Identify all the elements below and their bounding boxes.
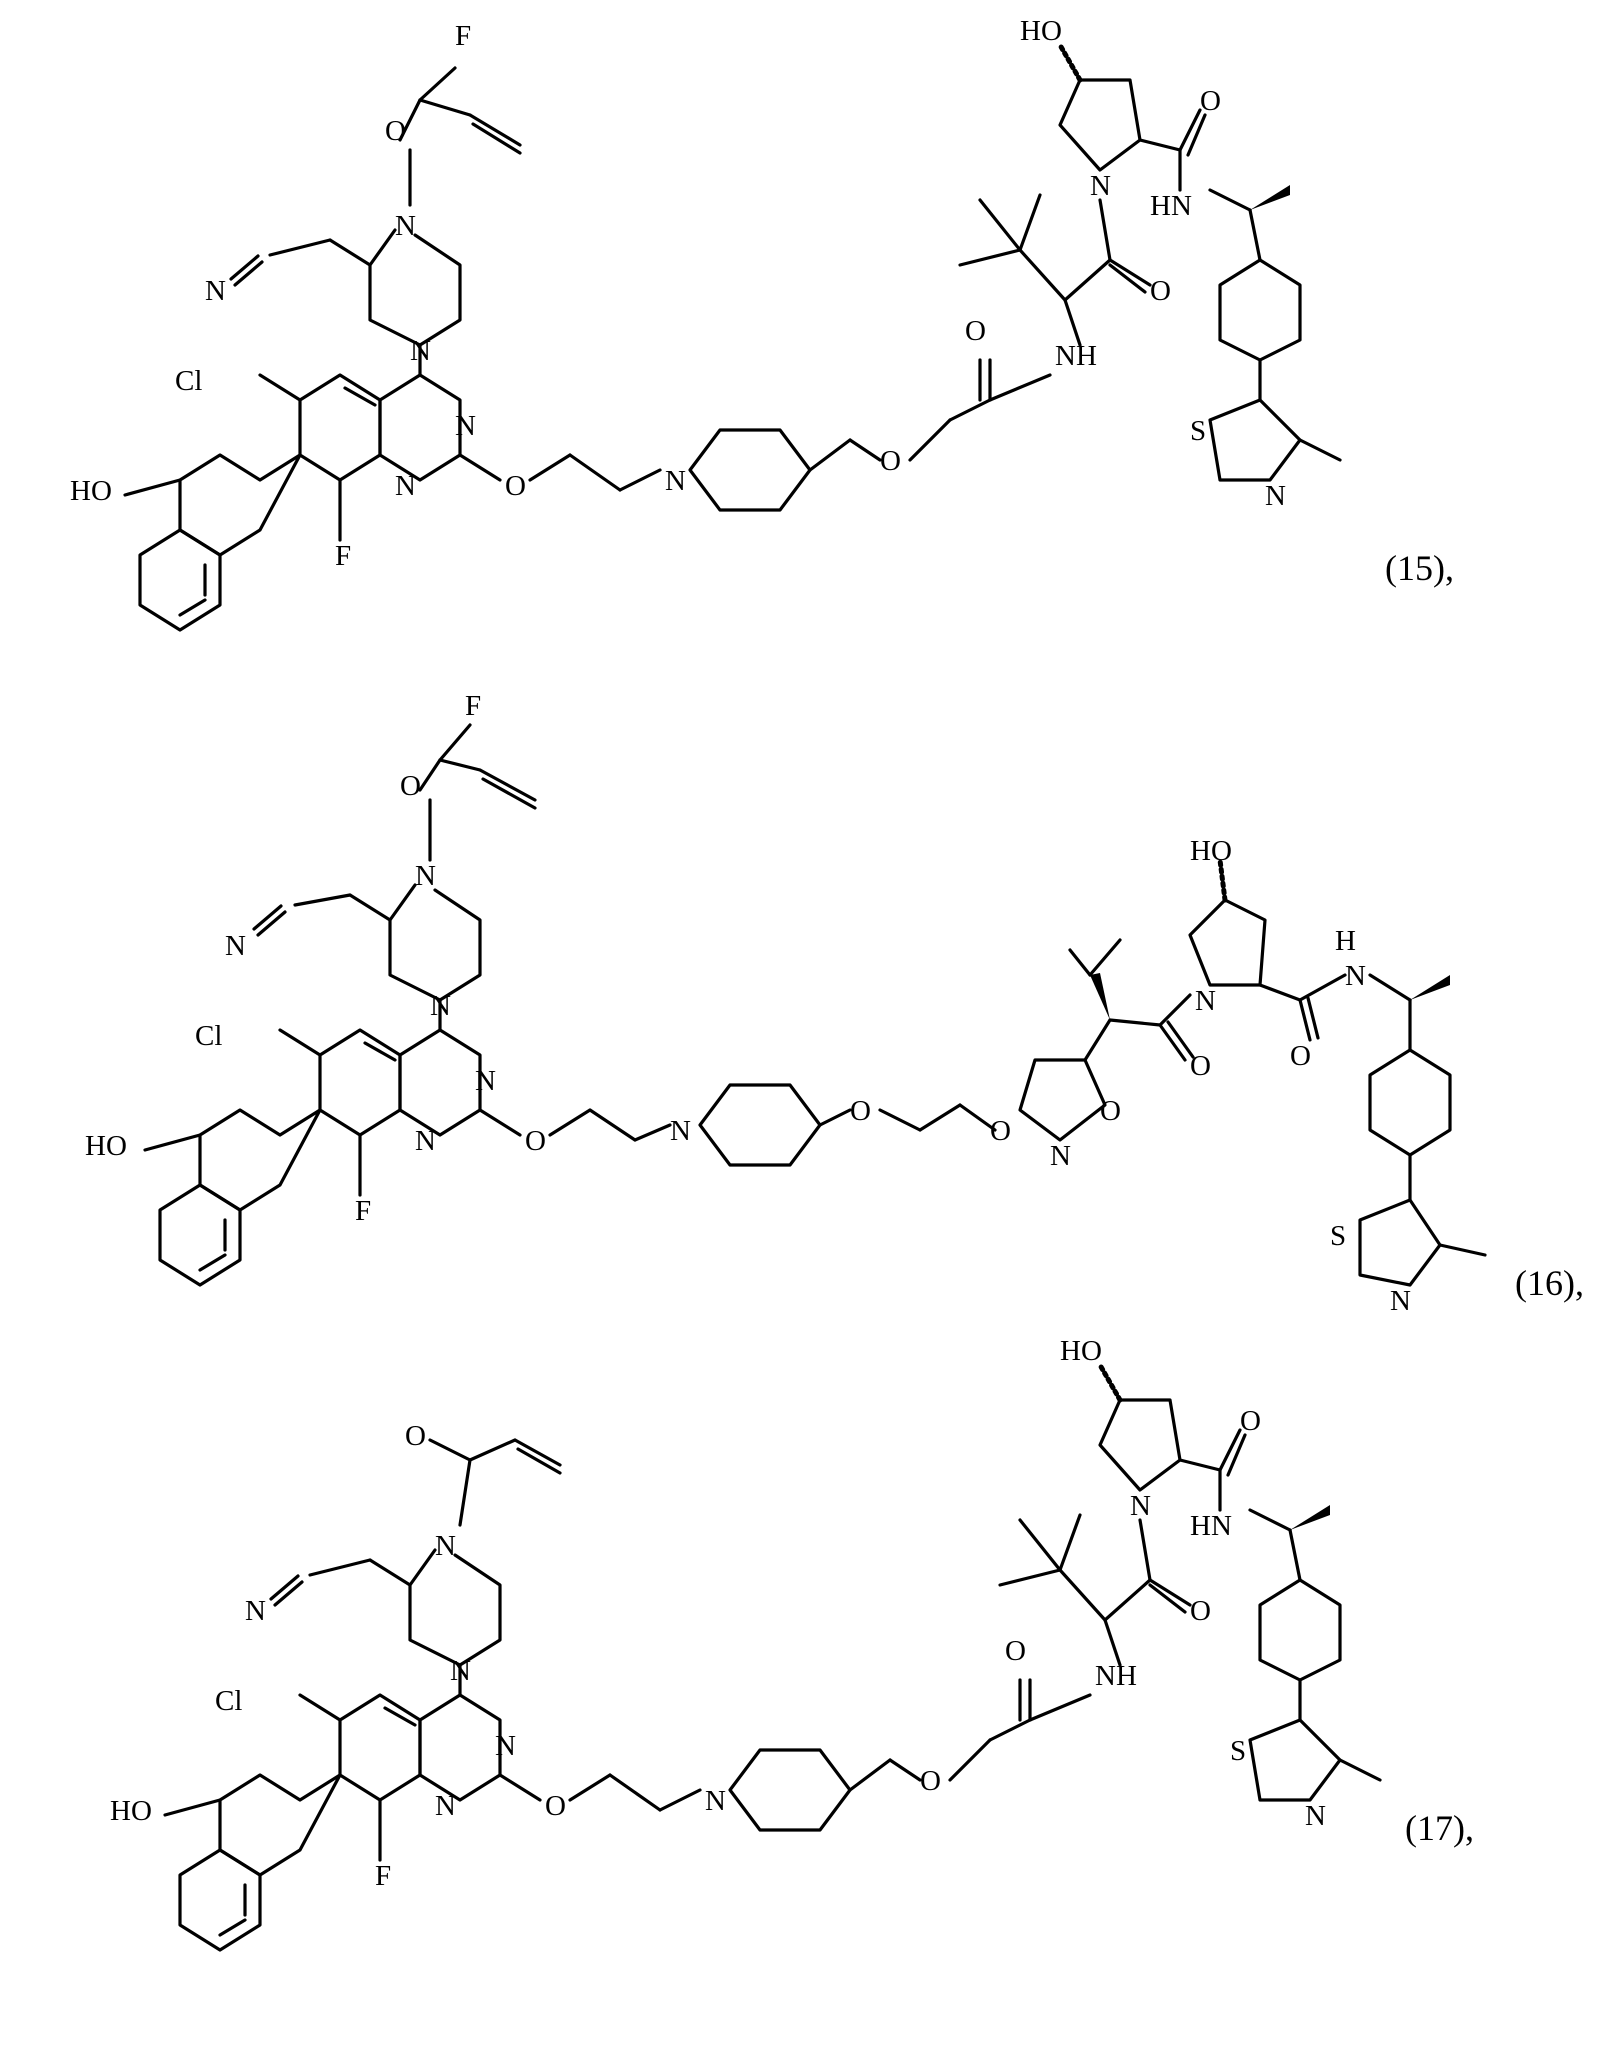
atom-label: N	[225, 930, 246, 962]
compound-15	[125, 45, 1340, 630]
atom-label: HO	[110, 1795, 152, 1827]
compound-number-label: (16),	[1515, 1263, 1584, 1303]
atom-label: F	[375, 1860, 391, 1892]
atom-label: O	[1190, 1595, 1211, 1627]
compound-number-label: (15),	[1385, 548, 1454, 588]
atom-label: O	[1290, 1040, 1311, 1072]
atom-label: F	[335, 540, 351, 572]
atom-label: HN	[1190, 1510, 1232, 1542]
atom-label: O	[880, 445, 901, 477]
atom-label: O	[505, 470, 526, 502]
atom-label: HO	[1060, 1335, 1102, 1367]
atom-label: N	[1265, 480, 1286, 512]
atom-label: HO	[1190, 835, 1232, 867]
atom-label: N	[1195, 985, 1216, 1017]
atom-label: NH	[1055, 340, 1097, 372]
atom-label: HN	[1150, 190, 1192, 222]
atom-label: O	[1240, 1405, 1261, 1437]
atom-label: HO	[85, 1130, 127, 1162]
atom-label: N	[395, 470, 416, 502]
atom-label: N	[670, 1115, 691, 1147]
atom-label: N	[475, 1065, 496, 1097]
atom-label: N	[1305, 1800, 1326, 1832]
compound-number-label: (17),	[1405, 1808, 1474, 1848]
atom-label: F	[465, 690, 481, 722]
compound-16	[145, 725, 1485, 1285]
atom-label: N	[1130, 1490, 1151, 1522]
compound-17	[165, 1365, 1380, 1950]
compound-15-labels: F O N N N Cl N N O F HO N O O NH O N HO …	[70, 15, 1454, 588]
compound-17-labels: O N N N Cl N N O F HO N O O NH O N HO O …	[110, 1335, 1474, 1892]
atom-label: N	[415, 860, 436, 892]
atom-label: Cl	[175, 365, 202, 397]
atom-label: O	[405, 1420, 426, 1452]
atom-label: O	[990, 1115, 1011, 1147]
atom-label: Cl	[195, 1020, 222, 1052]
atom-label: F	[455, 20, 471, 52]
atom-label: O	[385, 115, 406, 147]
atom-label: N	[450, 1655, 471, 1687]
atom-label: O	[1200, 85, 1221, 117]
atom-label: N	[415, 1125, 436, 1157]
atom-label: O	[1190, 1050, 1211, 1082]
atom-label: N	[205, 275, 226, 307]
atom-label: F	[355, 1195, 371, 1227]
atom-label: N	[410, 335, 431, 367]
atom-label: Cl	[215, 1685, 242, 1717]
atom-label: S	[1330, 1220, 1346, 1252]
atom-label: O	[525, 1125, 546, 1157]
atom-label: N	[705, 1785, 726, 1817]
atom-label: N	[395, 210, 416, 242]
atom-label: O	[850, 1095, 871, 1127]
atom-label: N	[495, 1730, 516, 1762]
atom-label: O	[1150, 275, 1171, 307]
atom-label: H	[1335, 925, 1356, 957]
atom-label: O	[400, 770, 421, 802]
atom-label: N	[1390, 1285, 1411, 1317]
atom-label: N	[1050, 1140, 1071, 1172]
atom-label: HO	[70, 475, 112, 507]
atom-label: N	[435, 1530, 456, 1562]
atom-label: HO	[1020, 15, 1062, 47]
atom-label: N	[455, 410, 476, 442]
atom-label: O	[920, 1765, 941, 1797]
atom-label: N	[430, 990, 451, 1022]
atom-label: O	[545, 1790, 566, 1822]
atom-label: N	[435, 1790, 456, 1822]
atom-label: N	[1345, 960, 1366, 992]
atom-label: S	[1190, 415, 1206, 447]
atom-label: O	[1100, 1095, 1121, 1127]
atom-label: N	[665, 465, 686, 497]
atom-label: N	[1090, 170, 1111, 202]
atom-label: O	[1005, 1635, 1026, 1667]
atom-label: O	[965, 315, 986, 347]
atom-label: S	[1230, 1735, 1246, 1767]
atom-label: N	[245, 1595, 266, 1627]
atom-label: NH	[1095, 1660, 1137, 1692]
